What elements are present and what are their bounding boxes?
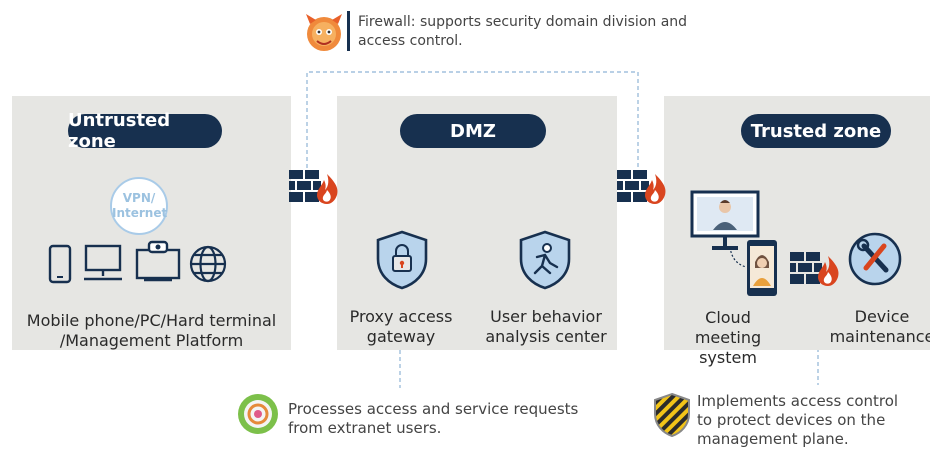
trusted-zone-title: Trusted zone: [741, 114, 891, 148]
untrusted-label-line1: Mobile phone/PC/Hard terminal: [26, 311, 277, 330]
device-note-line1: Implements access control: [697, 392, 899, 410]
firewall-note-divider: [347, 11, 350, 51]
globe-icon: [188, 244, 228, 284]
warning-shield-icon: [652, 392, 692, 438]
device-label-line1: Device: [854, 307, 910, 326]
uba-label-line1: User behavior: [490, 307, 602, 326]
proxy-label-line2: gateway: [366, 327, 436, 346]
proxy-label-line1: Proxy access: [349, 307, 453, 326]
firewall-note-text: Firewall: supports security domain divis…: [358, 13, 687, 51]
vpn-internet-bubble: VPN/ Internet: [110, 177, 168, 235]
device-maintenance-tools-icon: [848, 232, 902, 286]
cloud-meeting-monitor-icon: [690, 190, 760, 256]
cloud-label-line2: system: [699, 348, 757, 367]
dmz-zone-title: DMZ: [400, 114, 546, 148]
firewall-note-line1: Firewall: supports security domain divis…: [358, 14, 688, 30]
firewall-note-icon: [302, 10, 346, 56]
firewall-icon-dmz-trusted: [617, 170, 667, 204]
proxy-note-text: Processes access and service requests fr…: [288, 400, 578, 438]
cloud-label-line1: Cloud meeting: [694, 308, 762, 347]
firewall-icon-untrusted-dmz: [289, 170, 339, 204]
device-label-line2: maintenance: [829, 327, 930, 346]
untrusted-zone-title: Untrusted zone: [68, 110, 222, 152]
vpn-bubble-line2: Internet: [112, 206, 168, 220]
uba-label-line2: analysis center: [485, 327, 607, 346]
call-connection-dashes: [729, 246, 747, 268]
proxy-note-line2: from extranet users.: [288, 419, 442, 437]
pc-icon: [82, 244, 124, 284]
proxy-note-icon: [236, 392, 280, 436]
cloud-meeting-label: Cloud meeting system: [672, 308, 784, 368]
firewall-note-line2: access control.: [358, 33, 463, 49]
device-note-line3: management plane.: [697, 430, 849, 448]
mobile-phone-icon: [48, 244, 72, 284]
proxy-note-line1: Processes access and service requests: [288, 400, 579, 418]
proxy-access-gateway-label: Proxy access gateway: [340, 307, 462, 347]
device-note-line2: to protect devices on the: [697, 411, 886, 429]
untrusted-devices-label: Mobile phone/PC/Hard terminal /Managemen…: [12, 311, 291, 351]
cloud-meeting-phone-icon: [745, 238, 779, 298]
proxy-gateway-lock-shield-icon: [374, 229, 430, 291]
device-note-text: Implements access control to protect dev…: [697, 392, 898, 449]
vpn-bubble-line1: VPN/: [122, 191, 156, 205]
firewall-icon-management-plane: [790, 252, 840, 286]
device-maintenance-label: Device maintenance: [826, 307, 930, 347]
hard-terminal-icon: [134, 240, 182, 284]
user-behavior-analysis-label: User behavior analysis center: [478, 307, 614, 347]
user-behavior-shield-icon: [517, 229, 573, 291]
untrusted-label-line2: /Management Platform: [59, 331, 244, 350]
